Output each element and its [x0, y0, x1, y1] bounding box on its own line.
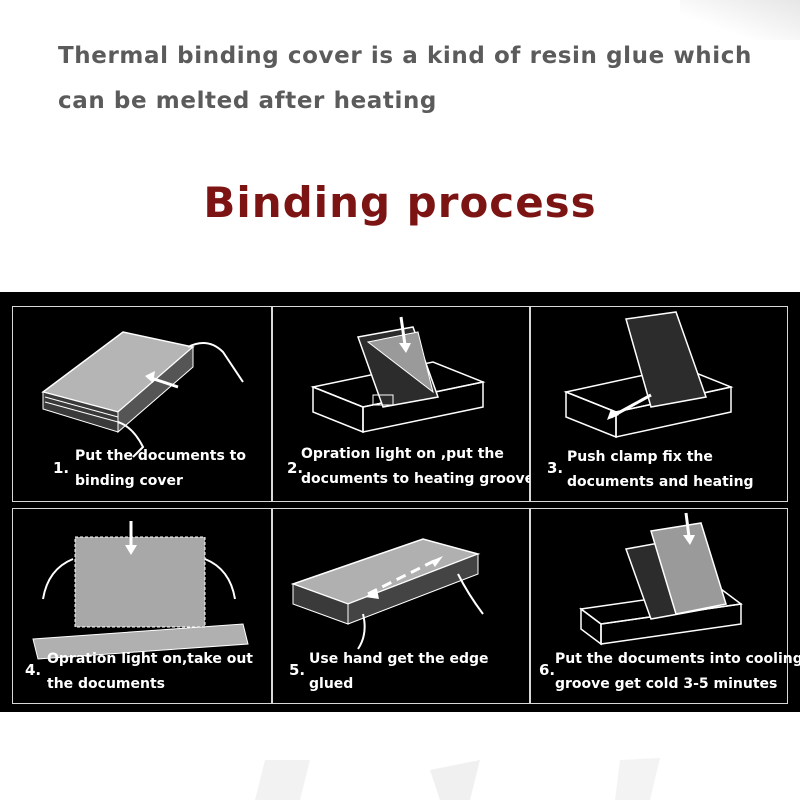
- step-caption-4-line-2: the documents: [47, 676, 166, 692]
- step-caption-5-line-2: glued: [309, 676, 354, 692]
- step-panel-6: 6. Put the documents into cooling groove…: [530, 508, 800, 704]
- process-board: 1. Put the documents to binding cover 2.…: [0, 292, 800, 712]
- bottom-decoration: [255, 758, 660, 800]
- step-caption-6-line-1: Put the documents into cooling: [555, 651, 800, 667]
- intro-line-2: can be melted after heating: [58, 88, 438, 114]
- step-number-2: 2.: [287, 459, 304, 477]
- step-caption-1-line-1: Put the documents to: [75, 448, 246, 464]
- step-number-6: 6.: [539, 661, 556, 679]
- step-number-4: 4.: [25, 661, 42, 679]
- corner-decoration: [680, 0, 800, 40]
- step-number-5: 5.: [289, 661, 306, 679]
- step-caption-1-line-2: binding cover: [75, 473, 183, 489]
- clamp-heating-illustration: [563, 311, 734, 439]
- intro-text: Thermal binding cover is a kind of resin…: [58, 34, 778, 124]
- cooling-groove-illustration: [579, 512, 743, 646]
- heating-groove-illustration: [310, 316, 486, 434]
- step-number-1: 1.: [53, 459, 70, 477]
- step-panel-3: 3. Push clamp fix the documents and heat…: [530, 306, 788, 502]
- step-number-3: 3.: [547, 459, 564, 477]
- step-caption-3-line-2: documents and heating: [567, 474, 754, 490]
- step-panel-2: 2. Opration light on ,put the documents …: [272, 306, 534, 502]
- intro-line-1: Thermal binding cover is a kind of resin…: [58, 43, 752, 69]
- step-panel-4: 4. Opration light on,take out the docume…: [12, 508, 272, 704]
- step-caption-2-line-1: Opration light on ,put the: [301, 446, 504, 462]
- step-caption-2-line-2: documents to heating groove: [301, 471, 535, 487]
- step-caption-3-line-1: Push clamp fix the: [567, 449, 713, 465]
- step-panel-1: 1. Put the documents to binding cover: [12, 306, 272, 502]
- cover-document-illustration: [41, 331, 244, 458]
- step-panel-5: 5. Use hand get the edge glued: [272, 508, 530, 704]
- step-caption-4-line-1: Opration light on,take out: [47, 651, 254, 667]
- take-out-documents-illustration: [32, 521, 249, 660]
- edge-glued-illustration: [290, 538, 484, 650]
- section-heading: Binding process: [203, 178, 597, 227]
- step-caption-6-line-2: groove get cold 3-5 minutes: [555, 676, 778, 692]
- step-caption-5-line-1: Use hand get the edge: [309, 651, 489, 667]
